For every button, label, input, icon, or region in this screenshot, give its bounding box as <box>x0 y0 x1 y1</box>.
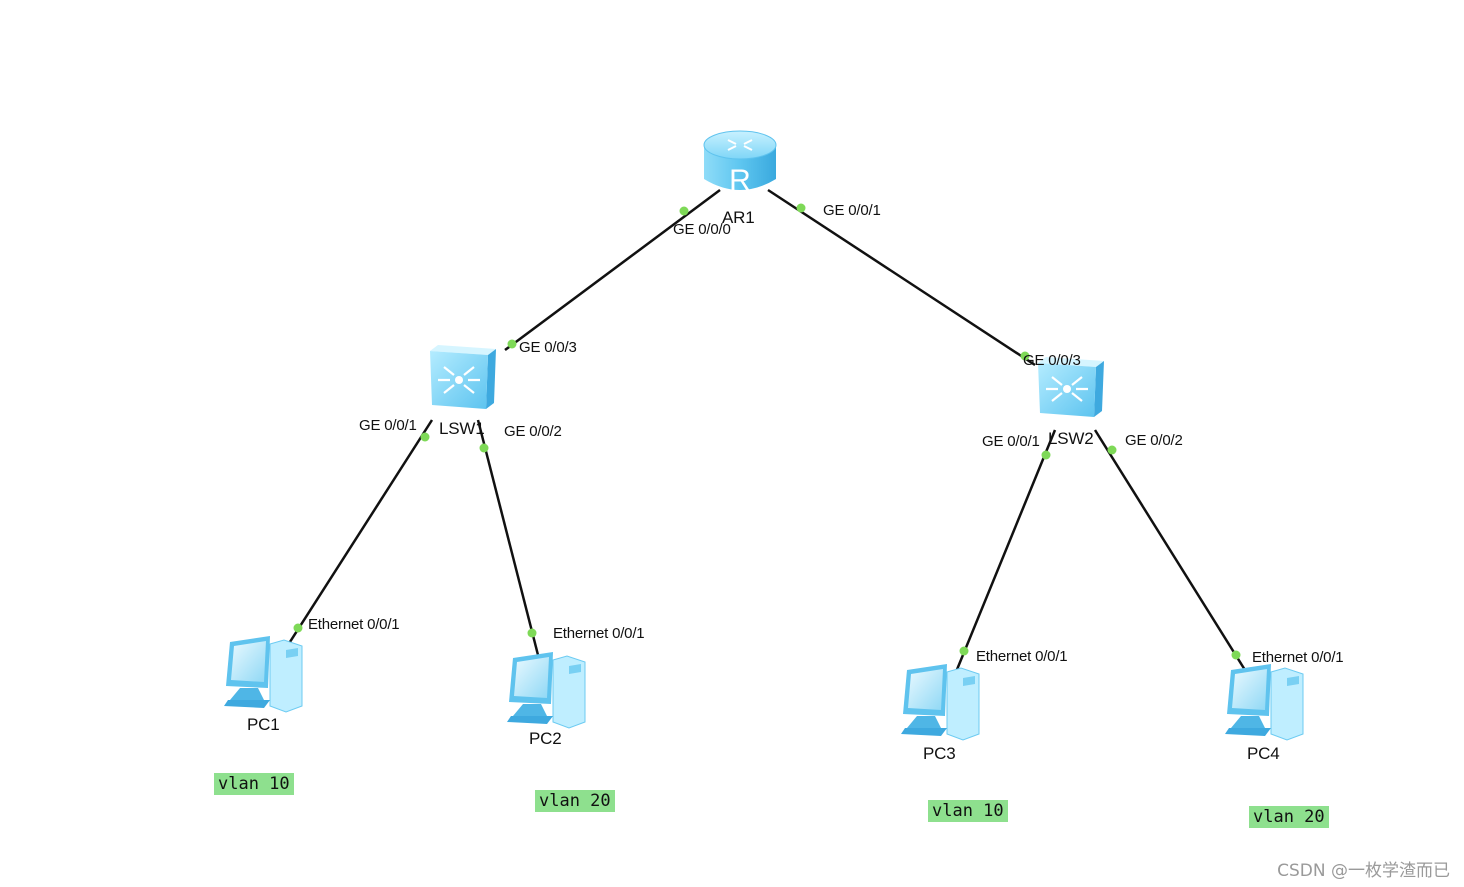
links <box>286 188 1247 673</box>
watermark: CSDN @一枚学渣而已 <box>1277 861 1450 881</box>
port-label-lsw1-ge001: GE 0/0/1 <box>359 417 417 434</box>
port-label-lsw2-ge002: GE 0/0/2 <box>1125 432 1183 449</box>
port-label-pc1-eth: Ethernet 0/0/1 <box>308 616 400 633</box>
pc-icon-pc3[interactable] <box>901 664 980 741</box>
switch-icon-lsw2[interactable] <box>1038 357 1104 417</box>
vlan-tag-pc1: vlan 10 <box>214 773 294 795</box>
link-ar1-lsw2[interactable] <box>767 188 1036 367</box>
port-dot-lsw2-ge001 <box>1041 450 1051 460</box>
port-label-lsw2-ge003: GE 0/0/3 <box>1023 352 1081 369</box>
pc-icon-pc4[interactable] <box>1225 664 1304 741</box>
port-label-ar1-ge000: GE 0/0/0 <box>673 221 731 238</box>
port-dot-pc2-eth <box>527 628 537 638</box>
router-glyph: R <box>729 164 751 197</box>
port-dot-lsw1-ge003 <box>507 339 517 349</box>
link-lsw1-pc1[interactable] <box>286 419 434 646</box>
link-lsw2-pc3[interactable] <box>954 429 1057 673</box>
port-label-pc4-eth: Ethernet 0/0/1 <box>1252 649 1344 666</box>
port-label-lsw2-ge001: GE 0/0/1 <box>982 433 1040 450</box>
router-icon[interactable]: R <box>703 130 777 197</box>
switch-icon-lsw1[interactable] <box>430 345 496 409</box>
port-dot-pc3-eth <box>959 646 969 656</box>
switch-name-lsw2: LSW2 <box>1048 429 1094 448</box>
pc-name-pc4: PC4 <box>1247 744 1280 763</box>
vlan-tag-pc4: vlan 20 <box>1249 806 1329 828</box>
vlan-tag-pc3: vlan 10 <box>928 800 1008 822</box>
router-name: AR1 <box>722 208 755 227</box>
link-lsw1-pc2[interactable] <box>476 419 540 656</box>
port-label-lsw1-ge003: GE 0/0/3 <box>519 339 577 356</box>
port-label-pc2-eth: Ethernet 0/0/1 <box>553 625 645 642</box>
pc-name-pc2: PC2 <box>529 729 562 748</box>
link-lsw2-pc4[interactable] <box>1093 429 1247 671</box>
pc-name-pc1: PC1 <box>247 715 280 734</box>
port-dot-ar1-ge001 <box>796 203 806 213</box>
switch-name-lsw1: LSW1 <box>439 419 485 438</box>
link-ar1-lsw1[interactable] <box>504 188 721 352</box>
pc-icon-pc2[interactable] <box>507 652 586 729</box>
pc-name-pc3: PC3 <box>923 744 956 763</box>
port-label-lsw1-ge002: GE 0/0/2 <box>504 423 562 440</box>
pc-icon-pc1[interactable] <box>224 636 303 713</box>
port-label-pc3-eth: Ethernet 0/0/1 <box>976 648 1068 665</box>
port-dot-pc1-eth <box>293 623 303 633</box>
port-label-ar1-ge001: GE 0/0/1 <box>823 202 881 219</box>
port-dot-ar1-ge000 <box>679 206 689 216</box>
port-dot-lsw1-ge001 <box>420 432 430 442</box>
port-dot-pc4-eth <box>1231 650 1241 660</box>
vlan-tag-pc2: vlan 20 <box>535 790 615 812</box>
port-dots <box>293 203 1241 660</box>
port-dot-lsw2-ge003 <box>1020 351 1030 361</box>
port-dot-lsw1-ge002 <box>479 443 489 453</box>
port-dot-lsw2-ge002 <box>1107 445 1117 455</box>
